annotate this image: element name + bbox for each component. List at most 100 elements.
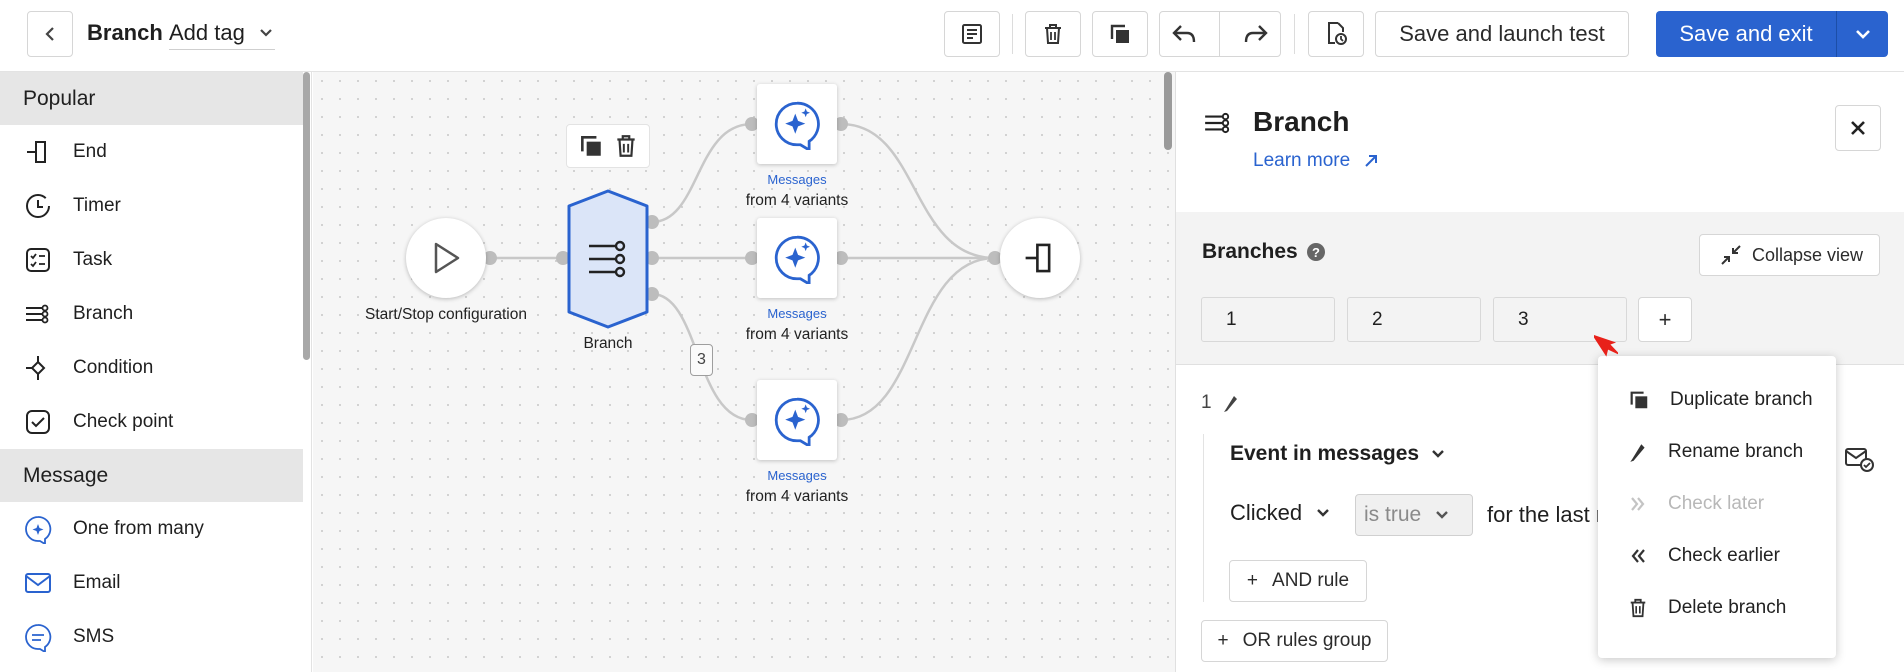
copy-icon (1110, 24, 1129, 43)
undo-redo-group (1159, 11, 1281, 57)
toolbar-divider (1012, 14, 1013, 54)
palette-section-message: Message (0, 449, 303, 502)
copy-icon (1630, 391, 1648, 409)
menu-item-check-later: Check later (1598, 478, 1836, 530)
chevron-left-icon (45, 27, 54, 41)
palette-item-label: Condition (73, 357, 154, 378)
palette-scrollbar[interactable] (303, 72, 310, 360)
event-type-select[interactable]: Event in messages (1230, 442, 1445, 466)
copy-icon[interactable] (578, 133, 604, 159)
split-divider (1836, 11, 1837, 57)
palette-item-sms[interactable]: SMS (0, 610, 311, 664)
menu-item-check-earlier[interactable]: Check earlier (1598, 530, 1836, 582)
message-node-1-title: Messages (767, 172, 827, 187)
history-button[interactable] (1308, 11, 1364, 57)
chevron-down-icon (1317, 509, 1329, 517)
sparkle-chat-icon (23, 514, 53, 544)
palette-item-check-point[interactable]: Check point (0, 395, 311, 449)
redo-icon[interactable] (1243, 23, 1269, 45)
branch-node[interactable] (565, 188, 651, 330)
trash-icon[interactable] (614, 133, 638, 159)
chevron-down-icon (1855, 30, 1870, 39)
add-tag-dropdown[interactable]: Add tag (169, 16, 275, 50)
add-branch-button[interactable]: + (1638, 297, 1692, 342)
collapse-icon (1721, 245, 1741, 265)
branch-tab-2[interactable]: 2 (1347, 297, 1481, 342)
start-node[interactable] (406, 218, 486, 298)
condition-select[interactable]: is true (1355, 494, 1473, 536)
menu-item-duplicate-branch[interactable]: Duplicate branch (1598, 374, 1836, 426)
close-panel-button[interactable] (1835, 105, 1881, 151)
branch-tab-1[interactable]: 1 (1201, 297, 1335, 342)
pencil-icon[interactable] (1222, 393, 1240, 413)
add-and-rule-button[interactable]: + AND rule (1229, 560, 1367, 602)
canvas-scrollbar[interactable] (1164, 72, 1172, 150)
file-history-icon (1328, 22, 1347, 45)
close-icon (1851, 121, 1865, 135)
menu-item-label: Rename branch (1668, 441, 1804, 462)
timer-icon (23, 191, 53, 221)
play-icon (434, 242, 460, 274)
palette-item-label: Task (73, 249, 113, 270)
end-node[interactable] (1000, 218, 1080, 298)
message-node-1-subtitle: from 4 variants (745, 192, 849, 209)
menu-item-label: Duplicate branch (1670, 389, 1813, 410)
save-options-dropdown[interactable] (1837, 11, 1888, 57)
start-node-label: Start/Stop configuration (365, 306, 527, 323)
menu-item-label: Delete branch (1668, 597, 1787, 618)
undo-icon[interactable] (1171, 23, 1197, 45)
menu-item-rename-branch[interactable]: Rename branch (1598, 426, 1836, 478)
save-and-launch-test-button[interactable]: Save and launch test (1375, 11, 1629, 57)
plus-icon: + (1246, 570, 1259, 591)
flow-canvas[interactable] (313, 72, 1175, 672)
notes-button[interactable] (944, 11, 1000, 57)
chevron-down-icon (1432, 450, 1444, 458)
add-tag-label: Add tag (169, 19, 245, 45)
palette-item-branch[interactable]: Branch (0, 287, 311, 341)
delete-button[interactable] (1025, 11, 1081, 57)
learn-more-link[interactable]: Learn more (1253, 150, 1378, 172)
menu-item-delete-branch[interactable]: Delete branch (1598, 582, 1836, 634)
chevron-down-icon (1436, 511, 1449, 519)
duplicate-button[interactable] (1092, 11, 1148, 57)
and-rule-label: AND rule (1272, 570, 1350, 591)
palette-item-end[interactable]: End (0, 125, 311, 179)
menu-item-label: Check earlier (1668, 545, 1780, 566)
menu-item-label: Check later (1668, 493, 1765, 514)
message-node-2[interactable] (757, 218, 837, 298)
branches-heading-label: Branches (1202, 240, 1298, 263)
toolbar-divider (1294, 14, 1295, 54)
branches-heading: Branches ? (1202, 240, 1326, 264)
palette-section-popular: Popular (0, 72, 303, 125)
task-icon (23, 245, 53, 275)
message-node-1[interactable] (757, 84, 837, 164)
collapse-view-label: Collapse view (1752, 244, 1864, 265)
sms-icon (23, 622, 53, 652)
save-and-exit-button[interactable]: Save and exit (1679, 21, 1813, 46)
palette-item-task[interactable]: Task (0, 233, 311, 287)
time-period-text: for the last r (1487, 502, 1604, 527)
condition-icon (23, 353, 53, 383)
condition-value: is true (1364, 503, 1422, 526)
palette-item-condition[interactable]: Condition (0, 341, 311, 395)
palette-item-one-from-many[interactable]: One from many (0, 502, 311, 556)
action-select[interactable]: Clicked (1230, 500, 1330, 526)
branch-rule-header: 1 (1201, 392, 1240, 414)
collapse-view-button[interactable]: Collapse view (1699, 234, 1880, 276)
branch-icon (23, 299, 53, 329)
mail-check-icon[interactable] (1844, 446, 1874, 472)
message-node-3[interactable] (757, 380, 837, 460)
trash-icon (1630, 598, 1646, 618)
top-bar: Branch Add tag Save and launch test Save… (0, 0, 1904, 72)
add-or-rules-group-button[interactable]: + OR rules group (1201, 620, 1388, 662)
palette-item-email[interactable]: Email (0, 556, 311, 610)
sparkle-chat-icon (774, 101, 820, 150)
end-icon (1025, 243, 1051, 273)
rule-number: 1 (1201, 392, 1212, 413)
back-button[interactable] (27, 11, 73, 57)
branch-tab-3[interactable]: 3 (1493, 297, 1627, 342)
external-link-icon (1365, 155, 1378, 167)
palette-item-label: SMS (73, 626, 115, 647)
help-icon[interactable]: ? (1306, 242, 1326, 262)
palette-item-timer[interactable]: Timer (0, 179, 311, 233)
